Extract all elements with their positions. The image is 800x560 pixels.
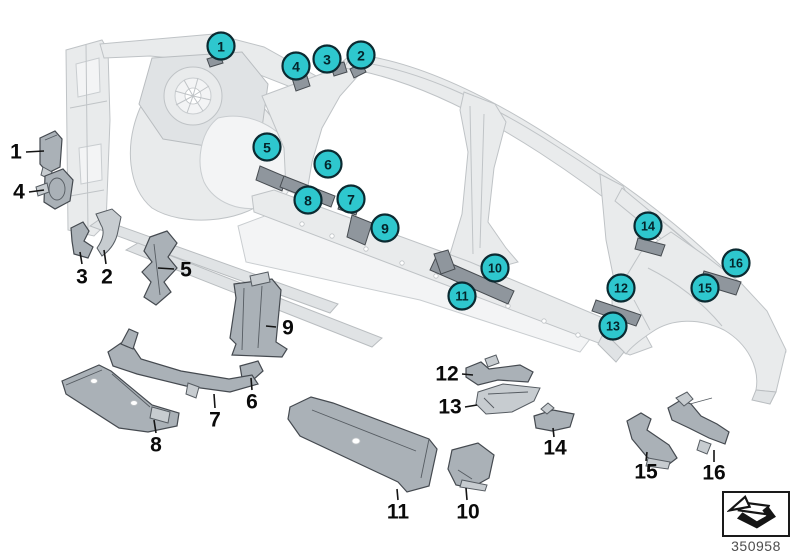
callout-8[interactable]: 8: [293, 185, 323, 215]
leader-lines: [25, 150, 715, 501]
part-label-9[interactable]: 9: [282, 317, 294, 340]
callout-6[interactable]: 6: [313, 149, 343, 179]
callout-circle-12[interactable]: [606, 273, 636, 303]
callout-14[interactable]: 14: [633, 211, 663, 241]
callout-circle-9[interactable]: [370, 213, 400, 243]
part-label-1[interactable]: 1: [10, 141, 22, 164]
callout-circle-16[interactable]: [721, 248, 751, 278]
part-label-6[interactable]: 6: [246, 391, 258, 414]
callout-11[interactable]: 11: [447, 281, 477, 311]
callout-circle-14[interactable]: [633, 211, 663, 241]
part-shape-15: [626, 412, 678, 470]
thumbnail-box: [722, 491, 790, 537]
part-label-2[interactable]: 2: [101, 266, 113, 289]
callout-7[interactable]: 7: [336, 184, 366, 214]
part-shape-13: [475, 383, 541, 415]
leader-line-3: [79, 251, 83, 265]
part-shape-9: [229, 271, 288, 358]
leader-line-2: [103, 249, 107, 265]
part-shape-11: [287, 396, 438, 493]
callout-circle-3[interactable]: [312, 44, 342, 74]
leader-line-7: [213, 393, 216, 409]
diagram-number: 350958: [731, 538, 781, 554]
leader-line-10: [465, 487, 468, 501]
part-label-11[interactable]: 11: [387, 501, 410, 524]
callout-circle-5[interactable]: [252, 132, 282, 162]
leader-line-12: [461, 373, 474, 376]
part-label-5[interactable]: 5: [180, 259, 192, 282]
part-label-13[interactable]: 13: [438, 396, 461, 419]
part-label-3[interactable]: 3: [76, 266, 88, 289]
part-label-7[interactable]: 7: [209, 409, 221, 432]
callout-10[interactable]: 10: [480, 253, 510, 283]
part-shape-12: [465, 354, 534, 386]
leader-line-1: [25, 150, 45, 153]
part-shape-4: [35, 168, 74, 210]
callout-1[interactable]: 1: [206, 31, 236, 61]
callout-13[interactable]: 13: [598, 311, 628, 341]
leader-line-8: [153, 419, 157, 434]
part-label-10[interactable]: 10: [456, 501, 479, 524]
callout-circle-6[interactable]: [313, 149, 343, 179]
part-label-12[interactable]: 12: [435, 363, 458, 386]
callout-circle-2[interactable]: [346, 40, 376, 70]
part-label-16[interactable]: 16: [702, 462, 725, 485]
leader-line-5: [157, 267, 175, 270]
part-shape-10: [447, 442, 495, 492]
callout-circle-4[interactable]: [281, 51, 311, 81]
callout-circle-1[interactable]: [206, 31, 236, 61]
leader-line-13: [464, 404, 478, 408]
callout-circle-13[interactable]: [598, 311, 628, 341]
z-fold-arrow-icon: [727, 494, 776, 529]
callout-circle-8[interactable]: [293, 185, 323, 215]
part-label-4[interactable]: 4: [13, 181, 25, 204]
leader-line-4: [28, 189, 45, 193]
part-shape-16: [667, 391, 730, 455]
leader-line-9: [265, 325, 277, 328]
callout-12[interactable]: 12: [606, 273, 636, 303]
callout-circle-11[interactable]: [447, 281, 477, 311]
leader-line-14: [552, 427, 555, 438]
callout-16[interactable]: 16: [721, 248, 751, 278]
callout-circle-10[interactable]: [480, 253, 510, 283]
leader-line-11: [396, 488, 399, 501]
callout-circle-7[interactable]: [336, 184, 366, 214]
car-body-art: [65, 33, 787, 405]
callout-15[interactable]: 15: [690, 273, 720, 303]
part-shape-14: [533, 402, 575, 432]
callout-3[interactable]: 3: [312, 44, 342, 74]
callout-5[interactable]: 5: [252, 132, 282, 162]
part-shape-8: [61, 364, 180, 433]
part-shape-3: [70, 221, 94, 259]
part-shape-2: [95, 208, 122, 257]
part-label-8[interactable]: 8: [150, 434, 162, 457]
callout-9[interactable]: 9: [370, 213, 400, 243]
callout-4[interactable]: 4: [281, 51, 311, 81]
leader-line-6: [250, 377, 253, 391]
leader-line-15: [645, 451, 648, 462]
callout-circle-15[interactable]: [690, 273, 720, 303]
part-shape-6: [239, 360, 264, 381]
loose-parts: [35, 130, 730, 493]
part-shape-7: [107, 328, 259, 399]
part-label-14[interactable]: 14: [543, 437, 567, 460]
callout-2[interactable]: 2: [346, 40, 376, 70]
part-label-15[interactable]: 15: [634, 461, 658, 484]
